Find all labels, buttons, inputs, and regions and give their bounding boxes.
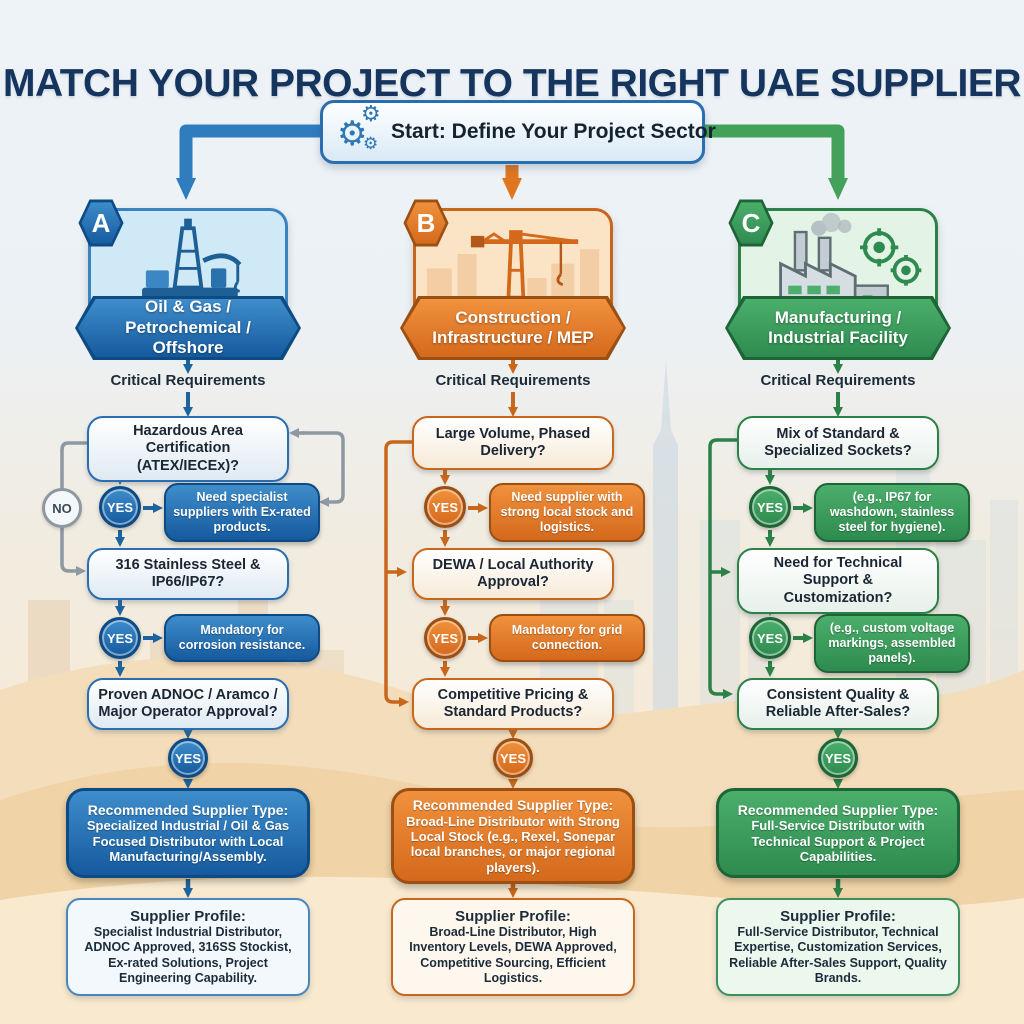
yes-badge-a3: YES: [168, 738, 208, 778]
critical-requirements-label-a: Critical Requirements: [110, 372, 266, 389]
profile-title-b: Supplier Profile:: [455, 908, 571, 925]
note-a1: Need specialist suppliers with Ex-rated …: [164, 483, 320, 542]
recommended-box-b: Recommended Supplier Type: Broad-Line Di…: [391, 788, 635, 885]
yes-badge-b2: YES: [424, 617, 466, 659]
start-branch-arrows: [176, 124, 848, 200]
sector-banner-b: Construction / Infrastructure / MEP: [400, 296, 626, 360]
question-c2: Need for Technical Support & Customizati…: [737, 548, 939, 615]
recommended-body-a: Specialized Industrial / Oil & Gas Focus…: [86, 818, 290, 865]
question-a3: Proven ADNOC / Aramco / Major Operator A…: [87, 678, 289, 730]
critical-requirements-label-c: Critical Requirements: [760, 372, 916, 389]
start-box: ⚙⚙⚙ Start: Define Your Project Sector: [320, 100, 716, 164]
yes-badge-c3: YES: [818, 738, 858, 778]
yes-badge-c2: YES: [749, 617, 791, 659]
sector-label-c: Manufacturing / Industrial Facility: [728, 299, 948, 357]
sector-label-a: Oil & Gas / Petrochemical / Offshore: [78, 299, 298, 357]
recommended-box-a: Recommended Supplier Type: Specialized I…: [66, 788, 310, 878]
question-b2: DEWA / Local Authority Approval?: [412, 548, 614, 600]
yes-badge-b1: YES: [424, 486, 466, 528]
question-b1: Large Volume, Phased Delivery?: [412, 416, 614, 470]
note-a2: Mandatory for corrosion resistance.: [164, 614, 320, 662]
sector-banner-a: Oil & Gas / Petrochemical / Offshore: [75, 296, 301, 360]
note-c2: (e.g., custom voltage markings, assemble…: [814, 614, 970, 673]
infographic-title: MATCH YOUR PROJECT TO THE RIGHT UAE SUPP…: [2, 62, 1022, 106]
column-oil-gas: A Oil & Gas / Petrochemical / Offshore C…: [63, 0, 320, 1024]
profile-title-c: Supplier Profile:: [780, 908, 896, 925]
critical-requirements-label-b: Critical Requirements: [435, 372, 591, 389]
profile-box-c: Supplier Profile: Full-Service Distribut…: [716, 898, 960, 996]
question-a2: 316 Stainless Steel & IP66/IP67?: [87, 548, 289, 600]
recommended-title-c: Recommended Supplier Type:: [737, 801, 939, 818]
profile-body-a: Specialist Industrial Distributor, ADNOC…: [84, 925, 292, 985]
recommended-box-c: Recommended Supplier Type: Full-Service …: [716, 788, 960, 878]
yes-badge-a2: YES: [99, 617, 141, 659]
sector-badge-b: B: [403, 199, 449, 247]
note-b2: Mandatory for grid connection.: [489, 614, 645, 662]
recommended-title-b: Recommended Supplier Type:: [412, 797, 614, 813]
profile-body-c: Full-Service Distributor, Technical Expe…: [729, 925, 947, 985]
yes-badge-c1: YES: [749, 486, 791, 528]
recommended-body-c: Full-Service Distributor with Technical …: [751, 818, 925, 865]
profile-body-b: Broad-Line Distributor, High Inventory L…: [409, 925, 617, 985]
start-label: Start: Define Your Project Sector: [391, 120, 716, 143]
sector-label-b: Construction / Infrastructure / MEP: [403, 299, 623, 357]
profile-box-a: Supplier Profile: Specialist Industrial …: [66, 898, 310, 996]
column-construction: B Construction / Infrastructure / MEP Cr…: [388, 0, 645, 1024]
gears-icon: ⚙⚙⚙: [337, 101, 381, 153]
question-b3: Competitive Pricing & Standard Products?: [412, 678, 614, 730]
yes-badge-a1: YES: [99, 486, 141, 528]
recommended-body-b: Broad-Line Distributor with Strong Local…: [406, 813, 620, 875]
question-c3: Consistent Quality & Reliable After-Sale…: [737, 678, 939, 730]
profile-box-b: Supplier Profile: Broad-Line Distributor…: [391, 898, 635, 996]
sector-banner-c: Manufacturing / Industrial Facility: [725, 296, 951, 360]
flow-arrows-column-c: [708, 358, 843, 898]
no-badge-a: NO: [42, 488, 82, 528]
note-c1: (e.g., IP67 for washdown, stainless stee…: [814, 483, 970, 542]
question-c1: Mix of Standard & Specialized Sockets?: [737, 416, 939, 470]
flow-arrows-column-b: [384, 358, 518, 898]
question-a1: Hazardous Area Certification (ATEX/IECEx…: [87, 416, 289, 483]
yes-badge-b3: YES: [493, 738, 533, 778]
note-b1: Need supplier with strong local stock an…: [489, 483, 645, 542]
profile-title-a: Supplier Profile:: [130, 908, 246, 925]
sector-badge-c: C: [728, 199, 774, 247]
recommended-title-a: Recommended Supplier Type:: [87, 801, 289, 818]
column-manufacturing: C Manufacturing / Industrial Facility Cr…: [713, 0, 970, 1024]
sector-badge-a: A: [78, 199, 124, 247]
